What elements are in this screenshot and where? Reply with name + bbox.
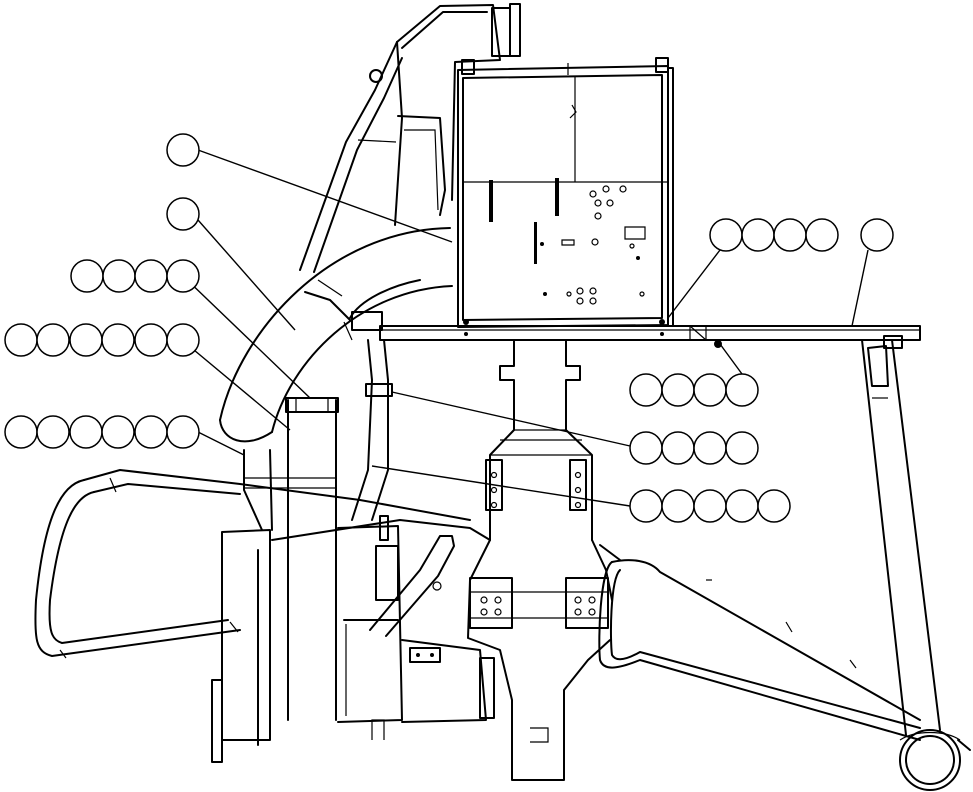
callout-bubble: [70, 416, 102, 448]
leader-lines: [182, 150, 868, 506]
right-support-strut: [862, 336, 940, 735]
callout-group-3: [71, 260, 199, 292]
callout-bubble: [710, 219, 742, 251]
cab-housing: [458, 58, 673, 327]
callout-bubble: [37, 324, 69, 356]
callout-group-7: [861, 219, 893, 251]
callout-bubble: [37, 416, 69, 448]
lower-boom-arm: [599, 545, 970, 790]
callout-bubble: [774, 219, 806, 251]
callout-group-5: [5, 416, 199, 448]
callout-group-9: [630, 432, 758, 464]
callout-bubble: [135, 324, 167, 356]
callout-bubble: [726, 490, 758, 522]
callout-bubble: [71, 260, 103, 292]
callout-bubble: [662, 432, 694, 464]
callout-bubble: [5, 416, 37, 448]
callout-bubble: [630, 432, 662, 464]
callout-bubble: [758, 490, 790, 522]
vertical-pipes: [244, 322, 392, 720]
callout-bubble: [167, 324, 199, 356]
callout-bubble: [103, 260, 135, 292]
callout-group-10: [630, 490, 790, 522]
callout-bubble: [694, 490, 726, 522]
callout-bubble: [135, 416, 167, 448]
lower-engine-block: [212, 516, 494, 762]
callout-bubble: [694, 374, 726, 406]
callout-group-8: [630, 374, 758, 406]
callout-bubble: [742, 219, 774, 251]
callout-bubble: [167, 260, 199, 292]
callout-bubble: [630, 374, 662, 406]
callout-bubble: [167, 198, 199, 230]
callout-bubble: [662, 490, 694, 522]
callout-bubble: [694, 432, 726, 464]
center-column: [468, 340, 612, 780]
horizontal-frame-beam: [352, 312, 920, 348]
callout-group-2: [167, 198, 199, 230]
callout-bubble: [135, 260, 167, 292]
callout-bubble: [102, 324, 134, 356]
callout-bubble: [630, 490, 662, 522]
callout-bubble: [662, 374, 694, 406]
cab-fastener-holes: [540, 186, 645, 304]
callout-bubble: [70, 324, 102, 356]
left-guard-frame: [35, 470, 470, 658]
callout-bubble: [167, 416, 199, 448]
callout-bubble: [726, 374, 758, 406]
callout-group-6: [710, 219, 838, 251]
curved-elbow-duct: [220, 228, 452, 441]
callout-bubble: [5, 324, 37, 356]
callout-group-1: [167, 134, 199, 166]
callout-bubble: [806, 219, 838, 251]
callout-bubble: [726, 432, 758, 464]
callout-bubble: [167, 134, 199, 166]
column-bolt-holes: [481, 597, 595, 615]
callout-bubble: [861, 219, 893, 251]
upper-air-duct: [300, 4, 520, 272]
callout-group-4: [5, 324, 199, 356]
callout-bubble: [102, 416, 134, 448]
